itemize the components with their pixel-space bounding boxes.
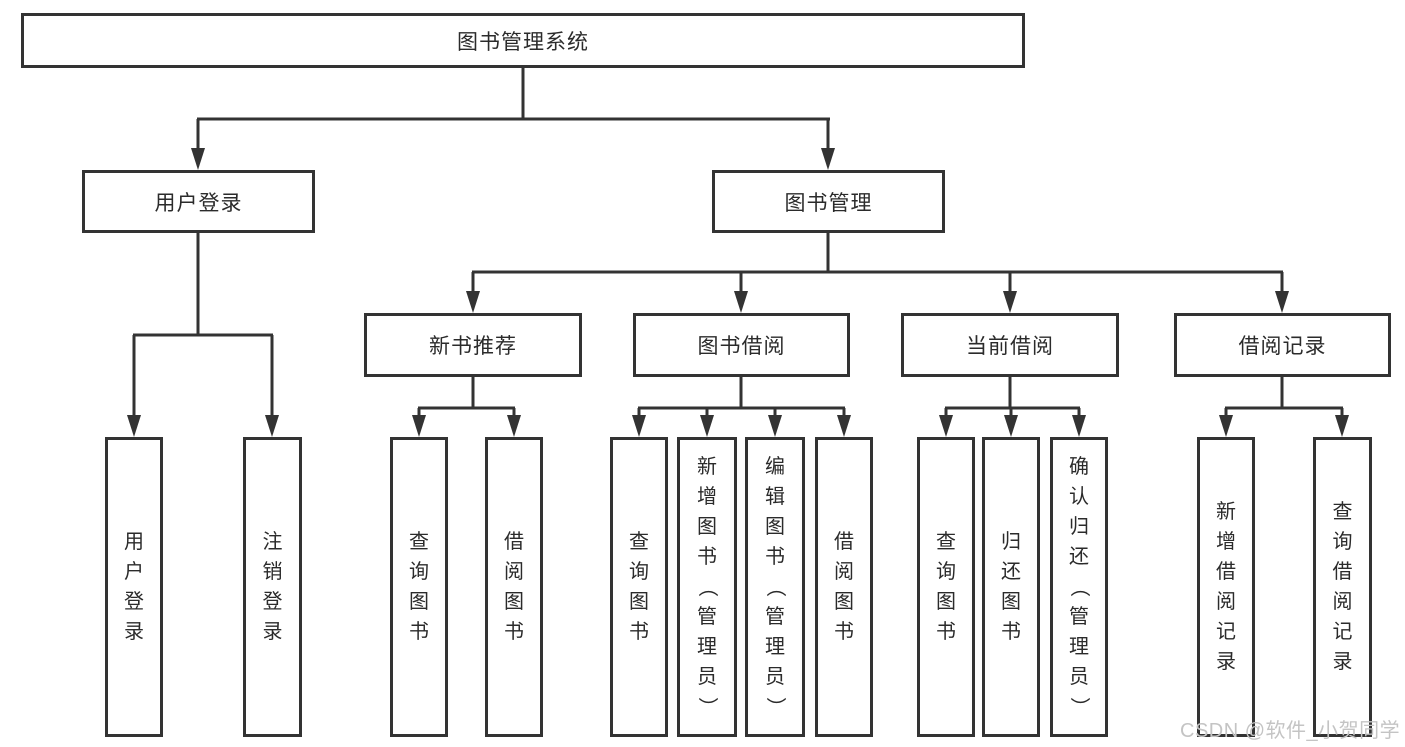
arrowhead bbox=[734, 291, 748, 313]
node-label: 归还图书 bbox=[1001, 531, 1021, 643]
node-label: 编辑图书（管理员） bbox=[764, 456, 786, 717]
arrowhead bbox=[821, 148, 835, 170]
node-label: 当前借阅 bbox=[966, 335, 1054, 358]
node-current-borrowing: 当前借阅 bbox=[901, 313, 1119, 377]
connector-records-to-children bbox=[1224, 377, 1344, 418]
arrowhead bbox=[1004, 415, 1018, 437]
arrowhead bbox=[507, 415, 521, 437]
arrowhead bbox=[127, 415, 141, 437]
arrowhead bbox=[412, 415, 426, 437]
node-book-management: 图书管理 bbox=[712, 170, 945, 233]
arrowhead bbox=[700, 415, 714, 437]
node-root-system: 图书管理系统 bbox=[21, 13, 1025, 68]
node-new-book-recommend: 新书推荐 bbox=[364, 313, 582, 377]
leaf-add-books-admin: 新增图书（管理员） bbox=[677, 437, 737, 737]
csdn-watermark: CSDN @软件_小贺同学 bbox=[1180, 720, 1401, 742]
node-label: 新增借阅记录 bbox=[1216, 501, 1236, 673]
leaf-borrow-books-borrowing: 借阅图书 bbox=[815, 437, 873, 737]
arrowhead bbox=[837, 415, 851, 437]
connector-bookmgmt-to-level3 bbox=[471, 233, 1284, 293]
leaf-confirm-return-admin: 确认归还（管理员） bbox=[1050, 437, 1108, 737]
node-label: 图书管理 bbox=[784, 191, 873, 215]
arrowhead bbox=[632, 415, 646, 437]
arrowhead bbox=[768, 415, 782, 437]
connector-newbook-to-children bbox=[417, 377, 516, 418]
node-book-borrowing: 图书借阅 bbox=[633, 313, 850, 377]
leaf-query-books-newbook: 查询图书 bbox=[390, 437, 448, 737]
node-label: 图书借阅 bbox=[697, 335, 786, 358]
node-label: 新增图书（管理员） bbox=[696, 456, 718, 717]
node-label: 借阅记录 bbox=[1238, 335, 1327, 358]
node-label: 注销登录 bbox=[262, 531, 283, 643]
leaf-query-books-current: 查询图书 bbox=[917, 437, 975, 737]
leaf-logout: 注销登录 bbox=[243, 437, 302, 737]
node-label: 图书管理系统 bbox=[457, 30, 589, 54]
leaf-return-books: 归还图书 bbox=[982, 437, 1040, 737]
arrowhead bbox=[939, 415, 953, 437]
leaf-query-borrow-record: 查询借阅记录 bbox=[1313, 437, 1372, 737]
node-label: 借阅图书 bbox=[834, 531, 854, 643]
leaf-query-books-borrowing: 查询图书 bbox=[610, 437, 668, 737]
arrowhead bbox=[191, 148, 205, 170]
leaf-borrow-books-newbook: 借阅图书 bbox=[485, 437, 543, 737]
arrowhead bbox=[1335, 415, 1349, 437]
node-label: 用户登录 bbox=[154, 191, 243, 215]
node-label: 确认归还（管理员） bbox=[1068, 456, 1090, 717]
node-borrowing-records: 借阅记录 bbox=[1174, 313, 1391, 377]
arrowhead bbox=[265, 415, 279, 437]
arrowhead bbox=[466, 291, 480, 313]
leaf-edit-books-admin: 编辑图书（管理员） bbox=[745, 437, 805, 737]
arrowhead bbox=[1072, 415, 1086, 437]
connector-current-to-children bbox=[944, 377, 1081, 418]
connector-userlogin-to-children bbox=[132, 233, 274, 417]
node-label: 查询借阅记录 bbox=[1332, 501, 1353, 673]
node-label: 查询图书 bbox=[629, 531, 649, 643]
connector-root-to-level2 bbox=[196, 68, 830, 150]
arrowhead bbox=[1003, 291, 1017, 313]
arrowhead bbox=[1275, 291, 1289, 313]
connector-borrowing-to-children bbox=[637, 377, 846, 418]
node-label: 借阅图书 bbox=[504, 531, 524, 643]
leaf-add-borrow-record: 新增借阅记录 bbox=[1197, 437, 1255, 737]
node-label: 新书推荐 bbox=[429, 335, 517, 358]
arrowhead bbox=[1219, 415, 1233, 437]
leaf-user-login: 用户登录 bbox=[105, 437, 163, 737]
node-label: 查询图书 bbox=[936, 531, 956, 643]
node-user-login: 用户登录 bbox=[82, 170, 315, 233]
node-label: 查询图书 bbox=[409, 531, 429, 643]
node-label: 用户登录 bbox=[124, 531, 144, 643]
